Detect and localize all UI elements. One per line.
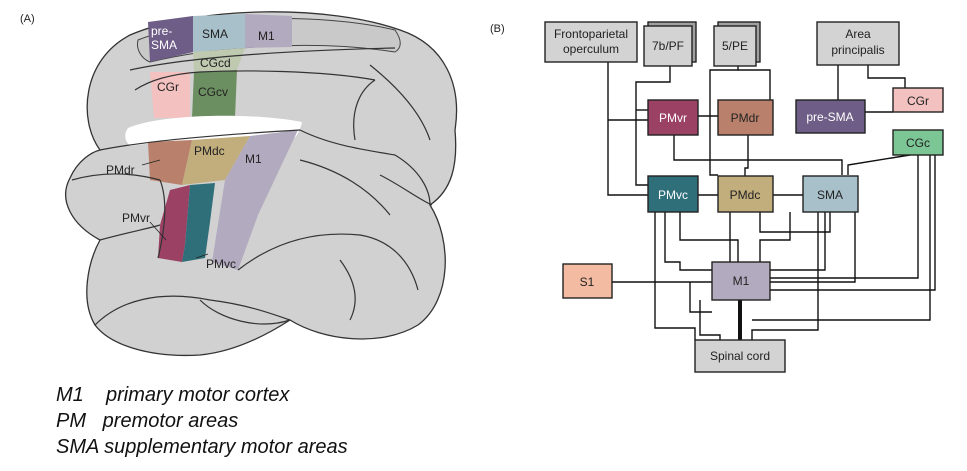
box-pmvc-label: PMvc	[658, 188, 688, 202]
label-m1-lateral: M1	[245, 152, 262, 166]
box-pmvr-label: PMvr	[659, 111, 687, 125]
box-frontoparietal: Frontoparietal operculum	[544, 21, 638, 63]
region-cgcv	[192, 70, 237, 118]
box-m1-label: M1	[733, 274, 750, 288]
box-area-principalis-line2: principalis	[831, 43, 884, 57]
connectivity-boxes: Frontoparietal operculum 7b/PF 5/PE Area…	[544, 21, 944, 373]
panel-a-label: (A)	[20, 13, 35, 25]
box-spinal-cord: Spinal cord	[694, 339, 786, 373]
box-cgc: CGc	[892, 129, 944, 156]
label-cgcd: CGcd	[200, 56, 231, 70]
label-pmdc: PMdc	[194, 144, 225, 158]
label-cgcv: CGcv	[198, 85, 228, 99]
region-cgcd	[193, 48, 245, 72]
box-sma: SMA	[802, 175, 859, 213]
box-spinal-cord-label: Spinal cord	[710, 349, 770, 363]
label-m1-top: M1	[258, 29, 275, 43]
box-7b-pf-label: 7b/PF	[652, 39, 684, 53]
region-pmvc	[182, 183, 215, 262]
label-cgr: CGr	[157, 80, 179, 94]
box-cgr: CGr	[892, 87, 944, 113]
box-pre-sma: pre-SMA	[795, 99, 866, 134]
sulci-lines	[71, 47, 433, 326]
brain-illustration: pre- SMA SMA M1 CGcd CGr CGcv PMdc M1 PM…	[65, 11, 458, 357]
box-5-pe: 5/PE	[713, 21, 761, 67]
box-5-pe-label: 5/PE	[722, 39, 748, 53]
panel-b-label: (B)	[490, 23, 505, 35]
label-sma: SMA	[202, 27, 228, 41]
region-m1-top	[245, 14, 292, 48]
box-pmvc: PMvc	[647, 175, 699, 213]
legend-pm: PM premotor areas	[56, 410, 239, 432]
box-area-principalis: Area principalis	[816, 21, 900, 66]
region-pmvr	[158, 185, 190, 262]
box-frontoparietal-line2: operculum	[563, 42, 619, 56]
label-pmdr: PMdr	[106, 163, 135, 177]
box-s1: S1	[562, 263, 613, 299]
leader-lines	[141, 159, 209, 259]
label-pmvc: PMvc	[206, 257, 236, 271]
region-pmdr	[148, 140, 192, 185]
box-pmdr-label: PMdr	[731, 111, 760, 125]
connection-lines	[607, 62, 936, 340]
box-sma-label: SMA	[817, 188, 843, 202]
label-pre: pre-	[151, 24, 172, 38]
box-7b-pf: 7b/PF	[643, 21, 697, 67]
region-sma	[193, 14, 245, 52]
box-area-principalis-line1: Area	[845, 27, 871, 41]
box-pmdc-label: PMdc	[730, 188, 761, 202]
box-cgc-label: CGc	[906, 136, 930, 150]
region-pmdc	[182, 136, 250, 185]
box-s1-label: S1	[580, 275, 595, 289]
box-pre-sma-label: pre-SMA	[806, 110, 853, 124]
box-frontoparietal-line1: Frontoparietal	[554, 27, 628, 41]
region-m1-lateral	[212, 130, 298, 270]
region-cgr	[150, 72, 190, 118]
legend-sma: SMA supplementary motor areas	[56, 436, 348, 458]
region-pre-sma	[148, 16, 193, 62]
box-pmdc: PMdc	[717, 175, 774, 213]
box-m1: M1	[711, 261, 771, 301]
label-pre-sma: SMA	[151, 38, 177, 52]
label-pmvr: PMvr	[122, 211, 150, 225]
box-pmdr: PMdr	[717, 99, 774, 136]
box-cgr-label: CGr	[907, 94, 929, 108]
box-pmvr: PMvr	[647, 99, 699, 136]
legend-m1: M1 primary motor cortex	[56, 384, 290, 406]
